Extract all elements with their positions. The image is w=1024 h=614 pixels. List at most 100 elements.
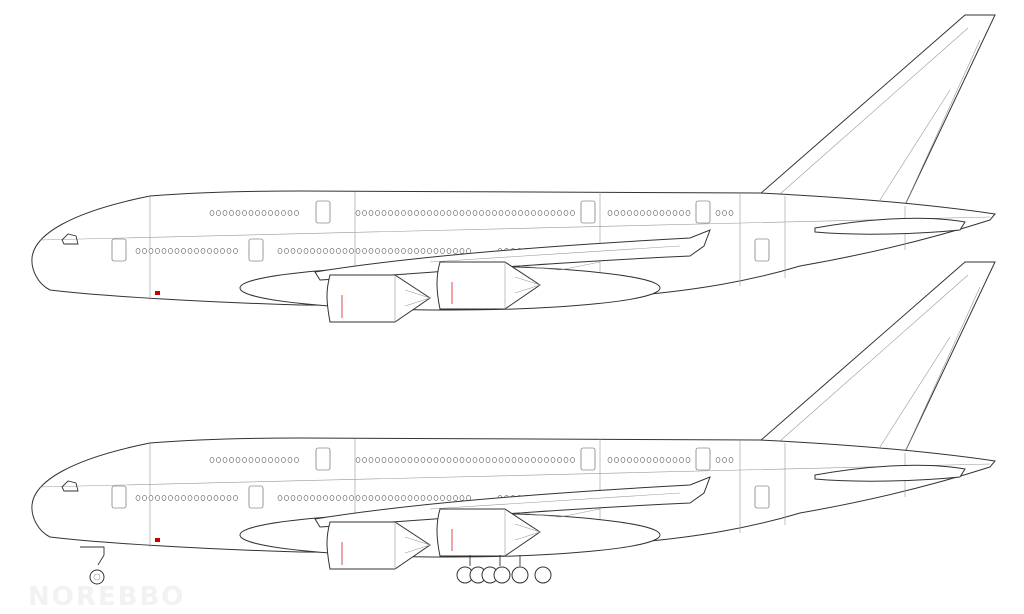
wing (314, 476, 711, 528)
window (194, 248, 199, 254)
window (394, 248, 400, 254)
window (142, 248, 147, 254)
window (505, 457, 510, 463)
window (407, 248, 413, 254)
window (407, 210, 413, 216)
window (466, 457, 471, 463)
window (220, 248, 225, 254)
window (303, 248, 309, 254)
window (323, 248, 328, 254)
window (261, 210, 267, 216)
window (420, 495, 426, 501)
window (498, 210, 504, 216)
window (570, 457, 575, 463)
window (485, 210, 491, 216)
window (268, 457, 273, 463)
window (672, 457, 678, 463)
window (614, 210, 619, 216)
window (466, 210, 471, 216)
window (531, 210, 536, 216)
window (161, 248, 167, 254)
window (492, 457, 497, 463)
window (248, 457, 254, 463)
window (368, 457, 374, 463)
engine-inboard (326, 274, 431, 323)
window (281, 457, 286, 463)
window (446, 457, 452, 463)
window (607, 457, 613, 463)
window (248, 210, 254, 216)
window (685, 210, 691, 216)
window (459, 495, 465, 501)
window (646, 210, 652, 216)
window (401, 210, 406, 216)
main-gear (456, 555, 552, 584)
window (268, 210, 273, 216)
window (414, 457, 419, 463)
window (653, 457, 658, 463)
window (368, 495, 374, 501)
window (446, 248, 452, 254)
window (303, 495, 309, 501)
window (440, 495, 445, 501)
window (174, 495, 180, 501)
window (620, 210, 626, 216)
window (420, 210, 426, 216)
window (329, 248, 335, 254)
window (255, 210, 260, 216)
window (672, 210, 678, 216)
window (518, 210, 523, 216)
marker (155, 291, 160, 295)
window (229, 210, 234, 216)
window (355, 457, 361, 463)
horizontal-stabilizer (814, 464, 966, 482)
window (174, 248, 180, 254)
window (226, 248, 232, 254)
window (281, 210, 286, 216)
marker (155, 538, 160, 542)
cockpit-windows (61, 233, 79, 245)
window (394, 457, 400, 463)
window (342, 495, 348, 501)
window (531, 457, 536, 463)
window (336, 495, 341, 501)
window (142, 495, 147, 501)
window (381, 457, 387, 463)
window (207, 495, 212, 501)
window (722, 210, 727, 216)
window (427, 248, 432, 254)
window (316, 495, 322, 501)
window (181, 248, 186, 254)
window (537, 457, 543, 463)
window (511, 210, 517, 216)
window (427, 495, 432, 501)
window (287, 457, 293, 463)
window (213, 495, 219, 501)
window (355, 495, 361, 501)
window (294, 210, 299, 216)
window (640, 210, 645, 216)
window (220, 495, 225, 501)
window (401, 457, 406, 463)
window (653, 210, 658, 216)
window (362, 457, 367, 463)
window (294, 457, 299, 463)
window (453, 457, 458, 463)
window (407, 457, 413, 463)
window (209, 457, 215, 463)
main-deck-windows (135, 495, 561, 501)
window (401, 248, 406, 254)
window (255, 457, 260, 463)
window (284, 495, 289, 501)
window (381, 210, 387, 216)
engine-outboard (436, 261, 541, 310)
window (433, 457, 439, 463)
window (135, 495, 141, 501)
window (148, 495, 154, 501)
window (200, 248, 206, 254)
window (394, 495, 400, 501)
window (614, 457, 619, 463)
window (557, 457, 562, 463)
doors (111, 200, 770, 262)
window (715, 457, 721, 463)
